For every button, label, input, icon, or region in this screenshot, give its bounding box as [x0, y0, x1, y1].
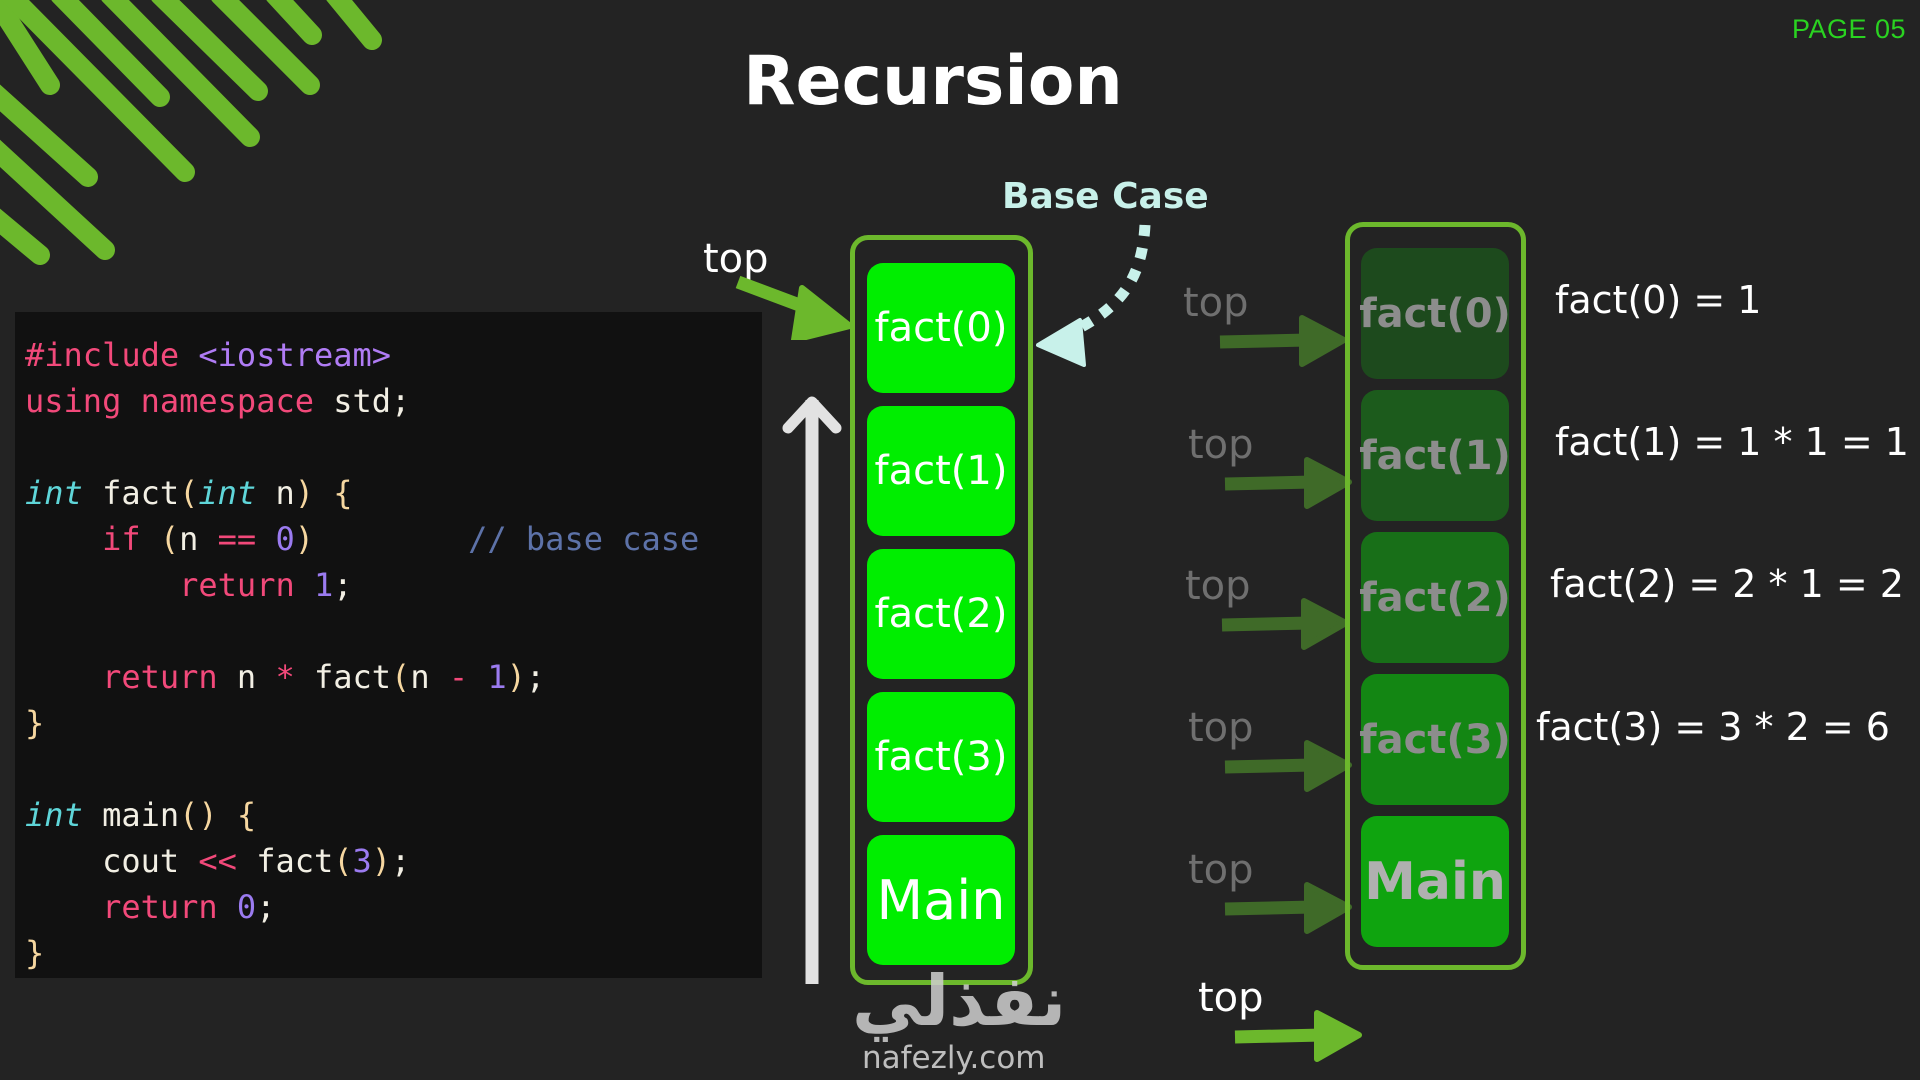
top-pointer-arrow-icon	[1224, 457, 1352, 509]
page-number: PAGE 05	[1791, 14, 1906, 44]
stack-frame-main: Main	[867, 835, 1015, 965]
code-line: int fact(int n) {	[25, 474, 353, 512]
base-case-label: Base Case	[1002, 176, 1209, 217]
code-line	[25, 746, 699, 792]
top-pointer-arrow-icon	[1224, 740, 1352, 792]
page-title: Recursion	[743, 42, 1123, 121]
top-pointer-label: top	[703, 236, 769, 282]
top-pointer-label: top	[1185, 563, 1251, 609]
top-pointer-label: top	[1183, 280, 1249, 326]
code-line: if (n == 0) // base case	[102, 520, 700, 558]
code-line: }	[25, 934, 45, 972]
code-panel: #include <iostream>using namespace std; …	[15, 312, 762, 978]
stack-frame-fact1: fact(1)	[867, 406, 1015, 536]
top-pointer-arrow-icon	[1219, 315, 1347, 367]
code-line: return 0;	[102, 888, 276, 926]
stack-frame-fact2: fact(2)	[867, 549, 1015, 679]
unwound-frame-fact0: fact(0)	[1359, 248, 1511, 379]
watermark-url: nafezly.com	[862, 1040, 1046, 1076]
code-line: return n * fact(n - 1);	[102, 658, 546, 696]
stack-frame-fact0: fact(0)	[867, 263, 1015, 393]
unwound-frame-fact1: fact(1)	[1359, 390, 1511, 521]
code-block: #include <iostream>using namespace std; …	[25, 332, 699, 976]
code-line: return 1;	[179, 566, 353, 604]
decorative-stripes	[0, 0, 382, 265]
result-equation: fact(1) = 1 * 1 = 1	[1555, 420, 1909, 464]
unwind-stack-container	[1345, 222, 1526, 970]
result-equation: fact(3) = 3 * 2 = 6	[1536, 705, 1890, 749]
code-line	[25, 608, 699, 654]
unwound-frame-main: Main	[1361, 816, 1509, 947]
unwound-frame-fact3: fact(3)	[1359, 674, 1511, 805]
result-equation: fact(2) = 2 * 1 = 2	[1550, 562, 1904, 606]
result-equation: fact(0) = 1	[1555, 278, 1762, 322]
push-direction-arrow-up-icon	[782, 396, 842, 984]
top-pointer-label: top	[1188, 705, 1254, 751]
watermark-logo-arabic: نفذلي	[852, 960, 1067, 1042]
top-pointer-label: top	[1188, 847, 1254, 893]
top-pointer-arrow-icon	[1234, 1010, 1362, 1062]
unwound-frame-fact2: fact(2)	[1359, 532, 1511, 663]
top-pointer-arrow-icon	[735, 275, 853, 340]
code-line: int main() {	[25, 796, 257, 834]
code-line: }	[25, 704, 45, 742]
top-pointer-label: top	[1198, 975, 1264, 1021]
top-pointer-arrow-icon	[1221, 598, 1349, 650]
call-stack-container	[850, 235, 1033, 985]
code-line	[25, 424, 699, 470]
top-pointer-label: top	[1188, 422, 1254, 468]
code-line: cout << fact(3);	[25, 842, 411, 880]
code-line: using namespace std;	[25, 382, 411, 420]
base-case-arrow-icon	[1036, 224, 1151, 367]
stack-frame-fact3: fact(3)	[867, 692, 1015, 822]
top-pointer-arrow-icon	[1224, 882, 1352, 934]
code-line: #include <iostream>	[25, 336, 392, 374]
